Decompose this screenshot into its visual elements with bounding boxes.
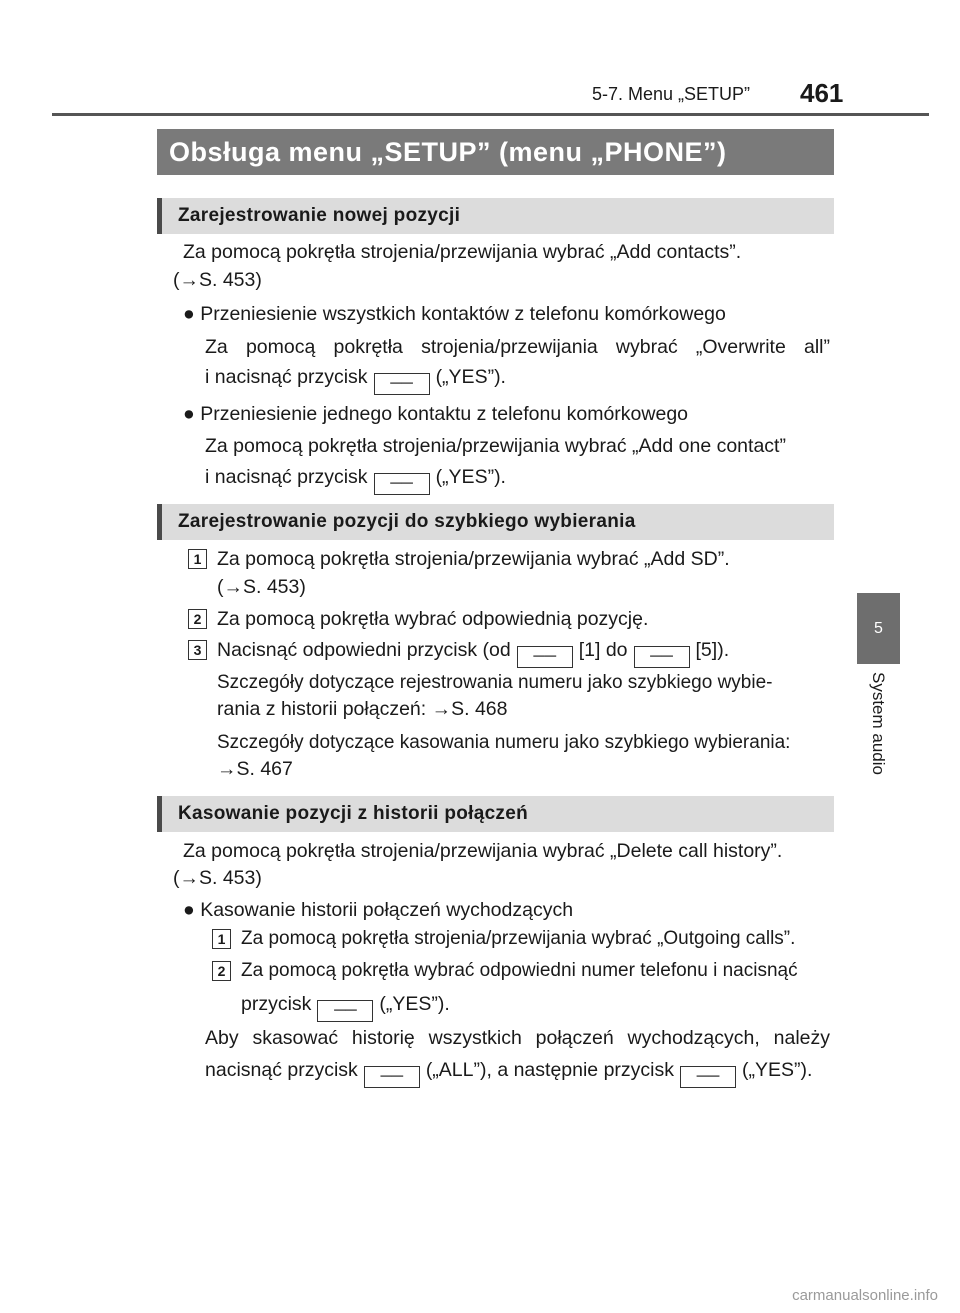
section-heading-speed-dial: Zarejestrowanie pozycji do szybkiego wyb…	[157, 504, 834, 540]
bullet-outgoing-text: Kasowanie historii połączeń wychodzących	[200, 899, 574, 921]
bullet-all-contacts-text: Przeniesienie wszystkich kontaktów z tel…	[200, 303, 726, 325]
line-text: („YES”).	[435, 466, 506, 488]
section-heading-new-entry: Zarejestrowanie nowej pozycji	[157, 198, 834, 234]
line-text: i nacisnąć przycisk	[205, 366, 368, 388]
line-text: („YES”).	[742, 1059, 813, 1081]
delete-history-ref: (→S. 453)	[173, 867, 262, 889]
line-text: („YES”).	[379, 993, 450, 1015]
line-text: Nacisnąć odpowiedni przycisk (od	[217, 639, 511, 661]
page-title: Obsługa menu „SETUP” (menu „PHONE”)	[157, 129, 834, 175]
new-entry-intro: Za pomocą pokrętła strojenia/przewijania…	[183, 241, 742, 263]
preset-button-icon: ──	[633, 646, 690, 668]
line-text: [1] do	[578, 639, 628, 661]
yes-button-icon: ──	[680, 1066, 736, 1088]
speed-dial-step2: Za pomocą pokrętła wybrać odpowiednią po…	[217, 608, 649, 630]
line-text: [5]).	[695, 639, 730, 661]
step-number: 2	[212, 961, 231, 981]
bullet-one-contact-line1: Za pomocą pokrętła strojenia/przewijania…	[205, 435, 786, 457]
preset-button-icon: ──	[516, 646, 573, 668]
delete-history-step2-line2: przycisk──(„YES”).	[241, 992, 450, 1022]
chapter-tab: 5	[857, 593, 900, 664]
speed-dial-step3: Nacisnąć odpowiedni przycisk (od──[1] do…	[217, 638, 729, 668]
bullet-all-contacts: ● Przeniesienie wszystkich kontaktów z t…	[183, 302, 726, 326]
all-button-icon: ──	[363, 1066, 420, 1088]
speed-dial-note2-line1: Szczegóły dotyczące kasowania numeru jak…	[217, 732, 791, 753]
step-number: 1	[188, 549, 207, 569]
delete-history-step2-line1: Za pomocą pokrętła wybrać odpowiedni num…	[241, 960, 798, 981]
speed-dial-step1-ref: (→S. 453)	[217, 576, 306, 598]
bullet-icon: ●	[183, 303, 195, 325]
section-reference: 5-7. Menu „SETUP”	[591, 84, 750, 104]
page-number: 461	[800, 78, 844, 108]
speed-dial-note1-line1: Szczegóły dotyczące rejestrowania numeru…	[217, 672, 773, 693]
header-rule	[52, 113, 929, 116]
bullet-outgoing: ● Kasowanie historii połączeń wychodzący…	[183, 898, 573, 922]
bullet-icon: ●	[183, 899, 195, 921]
line-text: („ALL”), a następnie przycisk	[425, 1059, 674, 1081]
new-entry-ref: (→S. 453)	[173, 269, 262, 291]
speed-dial-step1: Za pomocą pokrętła strojenia/przewijania…	[217, 548, 730, 570]
line-text: nacisnąć przycisk	[205, 1059, 358, 1081]
speed-dial-note2-line2: →S. 467	[217, 758, 293, 780]
chapter-label: System audio	[869, 672, 888, 775]
step-number: 2	[188, 609, 207, 629]
line-text: i nacisnąć przycisk	[205, 466, 368, 488]
section-heading-delete-history: Kasowanie pozycji z historii połączeń	[157, 796, 834, 832]
bullet-one-contact-text: Przeniesienie jednego kontaktu z telefon…	[200, 403, 689, 425]
delete-history-step1: Za pomocą pokrętła strojenia/przewijania…	[241, 928, 796, 949]
yes-button-icon: ──	[317, 1000, 374, 1022]
speed-dial-note1-line2: rania z historii połączeń: →S. 468	[217, 698, 508, 720]
bullet-all-contacts-line1: Za pomocą pokrętła strojenia/przewijania…	[205, 336, 830, 358]
bullet-one-contact: ● Przeniesienie jednego kontaktu z telef…	[183, 402, 688, 426]
step-number: 3	[188, 640, 207, 660]
line-text: („YES”).	[435, 366, 506, 388]
yes-button-icon: ──	[373, 373, 430, 395]
bullet-one-contact-line2: i nacisnąć przycisk──(„YES”).	[205, 465, 506, 495]
step-number: 1	[212, 929, 231, 949]
delete-all-line1: Aby skasować historię wszystkich połącze…	[205, 1027, 830, 1049]
delete-history-intro: Za pomocą pokrętła strojenia/przewijania…	[183, 840, 783, 862]
yes-button-icon: ──	[373, 473, 430, 495]
line-text: przycisk	[241, 993, 312, 1015]
bullet-all-contacts-line2: i nacisnąć przycisk──(„YES”).	[205, 365, 506, 395]
delete-all-line2: nacisnąć przycisk──(„ALL”), a następnie …	[205, 1058, 812, 1088]
watermark: carmanualsonline.info	[792, 1287, 938, 1304]
bullet-icon: ●	[183, 403, 195, 425]
